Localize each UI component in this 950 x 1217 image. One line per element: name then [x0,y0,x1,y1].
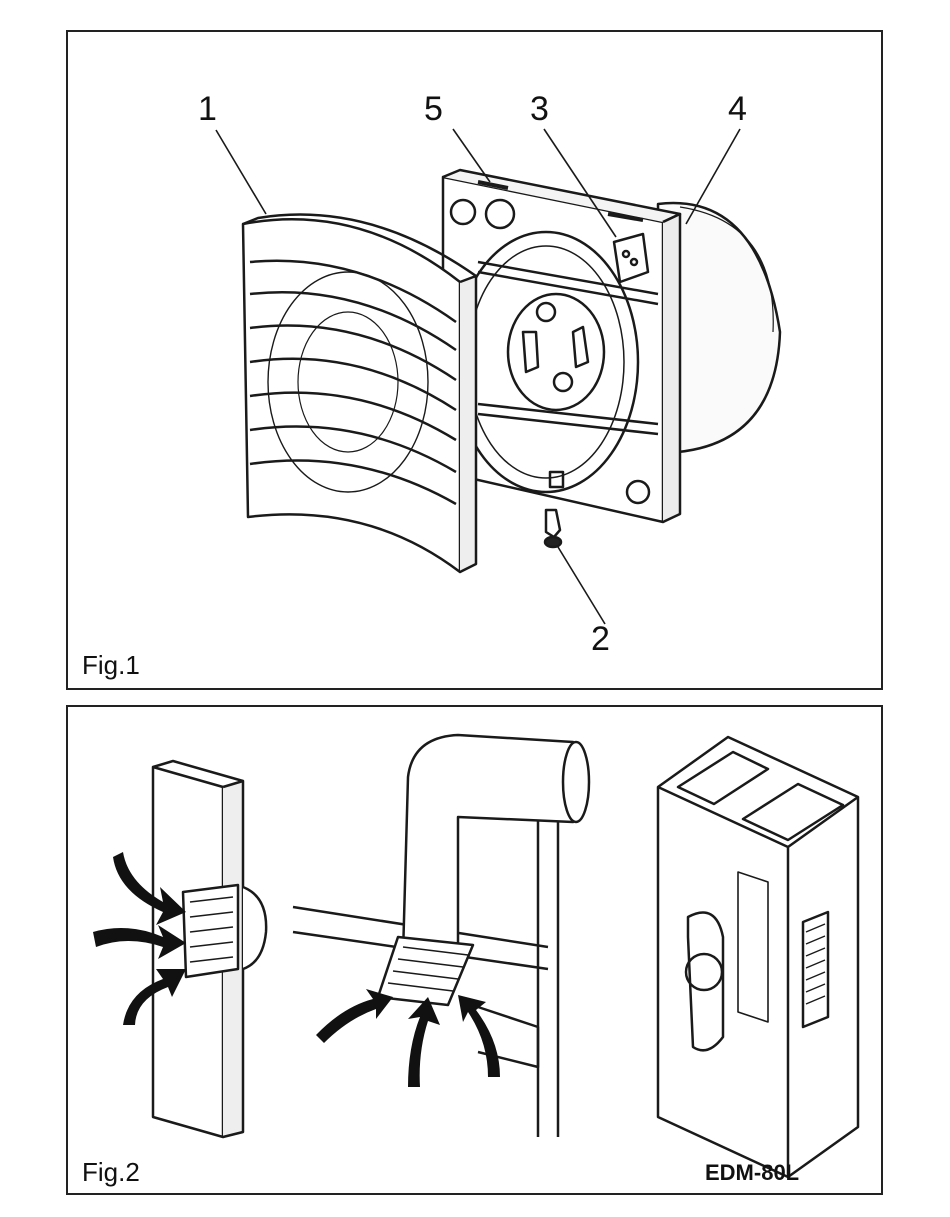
model-label: EDM-80L [705,1162,799,1184]
callout-4: 4 [728,92,747,126]
fig1-caption: Fig.1 [82,652,140,678]
front-grille-part [243,215,476,572]
duct-installation [293,735,589,1137]
callout-3: 3 [530,92,549,126]
callout-5: 5 [424,92,443,126]
screw-part [545,510,561,547]
fig1-panel: 1 2 3 4 5 Fig.1 [66,30,883,690]
callout-1: 1 [198,92,217,126]
column-installation [658,737,858,1177]
fig2-caption: Fig.2 [82,1159,140,1185]
fan-housing-part [443,170,680,522]
fig2-installation-drawing [68,707,881,1193]
callout-2: 2 [591,622,610,656]
fig2-panel: Fig.2 EDM-80L [66,705,883,1195]
fig1-exploded-drawing [68,32,881,688]
